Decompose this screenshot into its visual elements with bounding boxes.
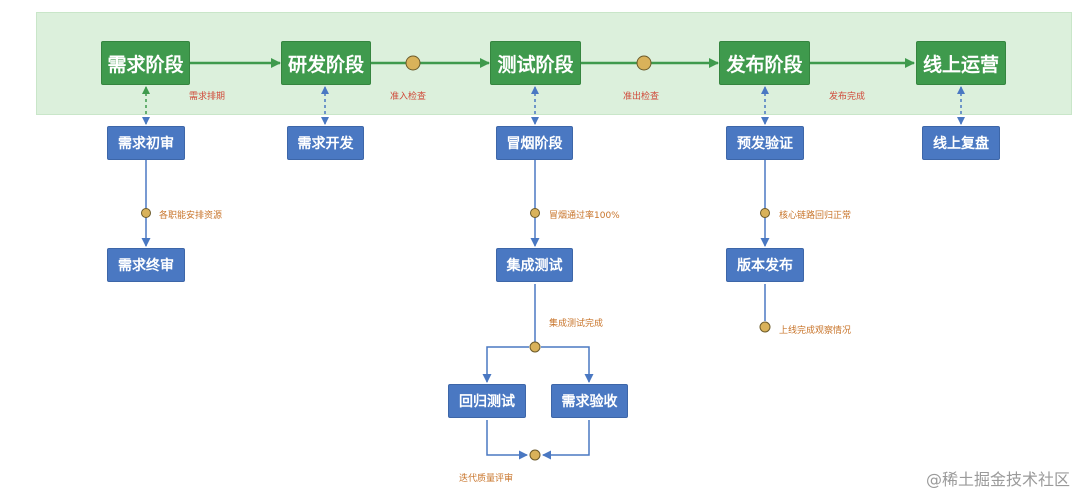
checkpoint-resources	[141, 208, 151, 218]
label-req-schedule: 需求排期	[189, 92, 226, 102]
checkpoint-iteration-review	[529, 449, 541, 461]
label-release-done: 发布完成	[829, 92, 866, 102]
checkpoint-smoke-pass	[530, 208, 540, 218]
checkpoint-exit	[636, 55, 652, 71]
stage-requirement[interactable]: 需求阶段	[101, 41, 190, 85]
stage-task-dotted-links	[142, 86, 965, 125]
task-req-initial[interactable]: 需求初审	[107, 126, 185, 160]
arrow-regression-to-review	[486, 420, 528, 460]
task-acceptance[interactable]: 需求验收	[551, 384, 628, 418]
label-integration-done: 集成测试完成	[549, 319, 604, 329]
task-online-review[interactable]: 线上复盘	[922, 126, 1000, 160]
label-smoke-pass: 冒烟通过率100%	[549, 211, 620, 221]
arrow-split-to-acceptance	[541, 346, 594, 383]
checkpoint-observe	[759, 321, 771, 333]
task-smoke[interactable]: 冒烟阶段	[496, 126, 573, 160]
label-exit-check: 准出检查	[623, 92, 660, 102]
checkpoint-core-link	[760, 208, 770, 218]
task-flow-arrows	[141, 160, 770, 460]
task-req-dev[interactable]: 需求开发	[287, 126, 364, 160]
watermark: @稀土掘金技术社区	[925, 470, 1070, 489]
task-pre-release[interactable]: 预发验证	[726, 126, 804, 160]
task-regression[interactable]: 回归测试	[448, 384, 526, 418]
label-observe: 上线完成观察情况	[779, 326, 852, 336]
task-version-release[interactable]: 版本发布	[726, 248, 804, 282]
task-integration[interactable]: 集成测试	[496, 248, 573, 282]
stage-testing[interactable]: 测试阶段	[490, 41, 581, 85]
arrow-split-to-regression	[482, 346, 529, 383]
stage-online[interactable]: 线上运营	[916, 41, 1006, 85]
task-req-final[interactable]: 需求终审	[107, 248, 185, 282]
stage-development[interactable]: 研发阶段	[281, 41, 371, 85]
label-iteration-review: 迭代质量评审	[459, 474, 514, 484]
checkpoint-integration-done	[529, 341, 541, 353]
checkpoints	[141, 55, 771, 461]
stage-release[interactable]: 发布阶段	[719, 41, 810, 85]
label-core-link: 核心链路回归正常	[779, 211, 852, 221]
label-resources: 各职能安排资源	[159, 211, 223, 221]
label-entry-check: 准入检查	[390, 92, 427, 102]
checkpoint-entry	[405, 55, 421, 71]
arrow-acceptance-to-review	[542, 420, 590, 460]
